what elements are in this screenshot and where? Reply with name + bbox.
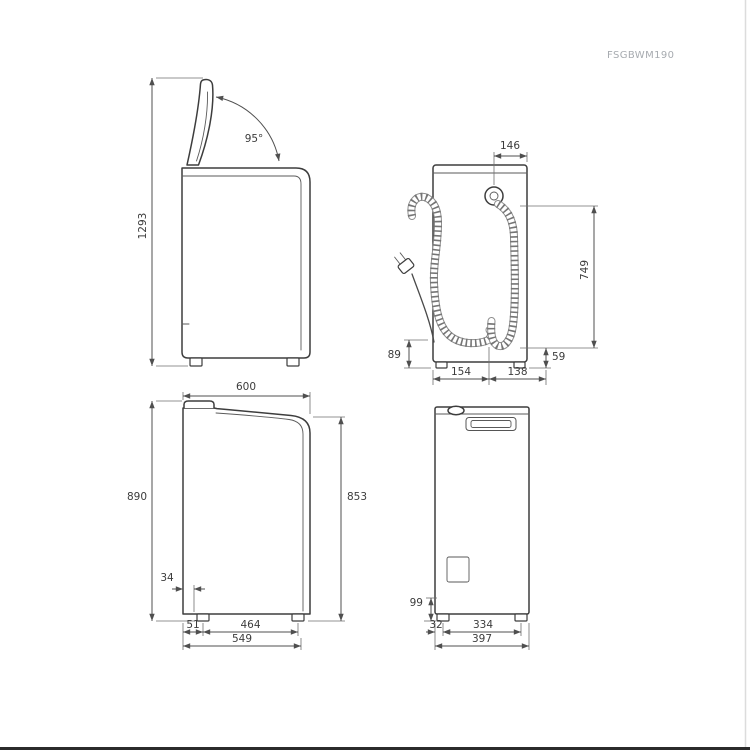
body-inner-line bbox=[181, 175, 302, 351]
dim-side-bottom: 51 464 549 bbox=[182, 619, 302, 650]
control-panel-display bbox=[470, 420, 512, 428]
view-side-closed: 600 890 853 34 bbox=[127, 381, 367, 650]
view-side-lid-open: 95° 1293 bbox=[137, 77, 311, 367]
dim-inlet-offset-label: 146 bbox=[500, 140, 520, 152]
dim-feet-distance-label: 464 bbox=[240, 619, 260, 631]
dim-back-bottom-right-label: 138 bbox=[507, 366, 527, 378]
product-code: FSGBWM190 bbox=[607, 50, 674, 61]
dim-hose-height-label: 749 bbox=[579, 260, 591, 280]
dim-drain-clearance: 89 bbox=[388, 339, 431, 369]
dim-back-bottom-left-label: 154 bbox=[451, 366, 471, 378]
bottom-edge-bar bbox=[0, 747, 750, 750]
dim-base-width-label: 397 bbox=[472, 633, 492, 645]
water-inlet-valve-inner bbox=[489, 191, 499, 201]
dim-front-offset-label: 34 bbox=[160, 572, 174, 584]
power-plug-icon bbox=[394, 252, 415, 275]
machine-body-front bbox=[434, 406, 530, 615]
service-door bbox=[446, 556, 470, 583]
dim-lid-angle-label: 95° bbox=[245, 133, 264, 145]
dim-foot-offset-label: 32 bbox=[429, 619, 442, 631]
dim-base-depth-label: 549 bbox=[232, 633, 252, 645]
dim-inlet-offset: 146 bbox=[493, 140, 528, 185]
lid-handle bbox=[183, 400, 215, 409]
dim-height-total-label: 890 bbox=[127, 491, 147, 503]
dim-height-total: 890 bbox=[127, 400, 195, 622]
dim-depth-top: 600 bbox=[182, 381, 311, 414]
view-front: 99 32 334 397 bbox=[410, 405, 530, 650]
open-lid bbox=[186, 78, 214, 166]
side-front-foot bbox=[291, 613, 305, 622]
front-panel-line bbox=[215, 412, 304, 612]
dim-inlet-clearance: 59 bbox=[529, 348, 565, 369]
dim-height-lid-open-label: 1293 bbox=[137, 213, 149, 240]
drain-hose bbox=[407, 192, 496, 348]
dim-depth-top-label: 600 bbox=[236, 381, 256, 393]
dim-base-height-label: 99 bbox=[410, 597, 423, 609]
power-cord bbox=[411, 273, 435, 343]
machine-body-side bbox=[182, 407, 311, 615]
dim-height-lid-open: 1293 bbox=[137, 77, 203, 367]
dim-front-feet-distance-label: 334 bbox=[473, 619, 493, 631]
dim-back-bottom: 154 138 bbox=[432, 347, 547, 385]
front-left-foot bbox=[436, 613, 450, 622]
dim-inlet-clearance-label: 59 bbox=[552, 351, 565, 363]
front-right-foot bbox=[514, 613, 528, 622]
dim-lid-angle: 95° bbox=[215, 95, 281, 162]
dim-rear-offset-label: 51 bbox=[186, 619, 199, 631]
dim-height-front-label: 853 bbox=[347, 491, 367, 503]
dim-hose-height: 749 bbox=[520, 205, 598, 349]
dim-height-front: 853 bbox=[308, 416, 367, 622]
lid-inner-line bbox=[196, 91, 208, 162]
dim-front-bottom: 32 334 397 bbox=[426, 619, 530, 650]
dim-base-height: 99 bbox=[410, 597, 437, 622]
side-rear-foot bbox=[196, 613, 210, 622]
view-back: 146 749 89 59 154 138 bbox=[388, 140, 598, 385]
machine-body-side-open bbox=[181, 167, 311, 359]
back-left-foot bbox=[435, 361, 448, 369]
rear-foot bbox=[189, 357, 203, 367]
dim-drain-clearance-label: 89 bbox=[388, 349, 401, 361]
inlet-hose bbox=[487, 200, 519, 351]
back-right-foot bbox=[513, 361, 526, 369]
lid-handle-front bbox=[447, 405, 465, 416]
control-panel bbox=[465, 417, 517, 431]
dim-front-offset: 34 bbox=[160, 572, 205, 612]
front-foot bbox=[286, 357, 300, 367]
